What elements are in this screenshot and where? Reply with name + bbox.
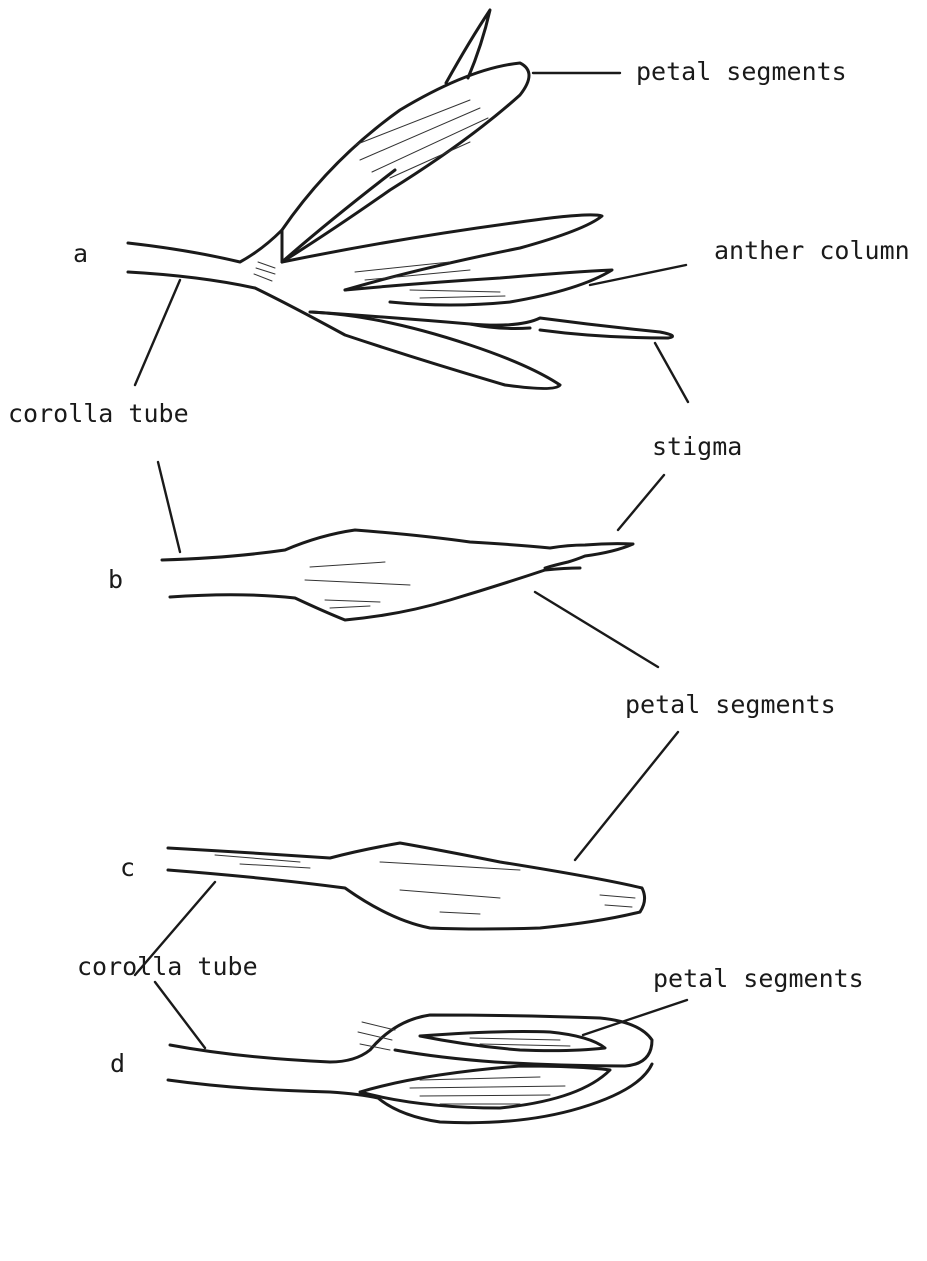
leader-a-corolla-tube xyxy=(135,280,180,385)
panel-letter-a: a xyxy=(73,239,88,268)
leader-a-stigma xyxy=(655,343,688,402)
text-labels: a b c d petal segments anther column cor… xyxy=(8,57,910,1078)
panel-d-opening-bud xyxy=(168,1015,652,1123)
label-a-corolla-tube: corolla tube xyxy=(8,399,189,428)
leader-b-petal-segments xyxy=(535,592,658,667)
leader-d-corolla-tube xyxy=(155,982,205,1048)
label-a-anther-column: anther column xyxy=(714,236,910,265)
leader-b-stigma xyxy=(618,475,664,530)
label-a-petal-segments: petal segments xyxy=(636,57,847,86)
panel-a-open-flower xyxy=(128,10,673,389)
label-b-petal-segments: petal segments xyxy=(625,690,836,719)
panel-c-closed-bud xyxy=(168,843,645,929)
panel-letter-d: d xyxy=(110,1049,125,1078)
label-d-petal-segments: petal segments xyxy=(653,964,864,993)
leader-b-corolla-tube xyxy=(158,462,180,552)
label-d-corolla-tube: corolla tube xyxy=(77,952,258,981)
leader-lines xyxy=(135,73,688,1048)
panel-letter-b: b xyxy=(108,565,123,594)
panel-b-bud xyxy=(162,530,633,620)
leader-c-petal-segments xyxy=(575,732,678,860)
label-a-stigma: stigma xyxy=(652,432,742,461)
panel-letter-c: c xyxy=(120,853,135,882)
